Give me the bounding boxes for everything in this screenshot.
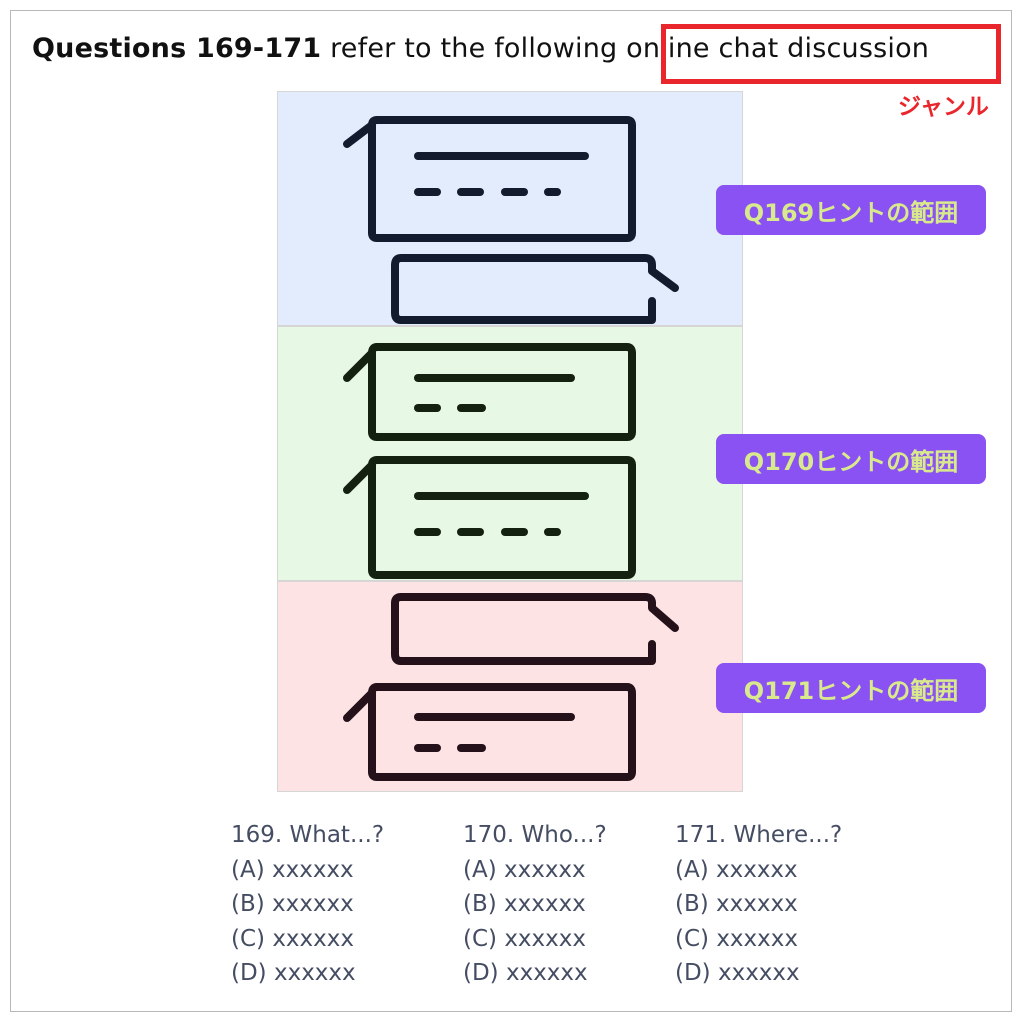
chat-bubble-right-icon — [391, 593, 679, 665]
question-171: 171. Where...? (A) xxxxxx (B) xxxxxx (C)… — [675, 818, 842, 991]
chat-illustration — [343, 116, 679, 781]
option-b: (B) xxxxxx — [231, 891, 354, 917]
question-169: 169. What...? (A) xxxxxx (B) xxxxxx (C) … — [231, 818, 384, 991]
option-b: (B) xxxxxx — [675, 891, 798, 917]
figure-frame — [10, 10, 1012, 1012]
genre-label: ジャンル — [898, 94, 989, 120]
chat-bubble-left-icon — [343, 116, 636, 242]
option-a: (A) xxxxxx — [675, 856, 798, 883]
option-a: (A) xxxxxx — [231, 856, 354, 883]
option-d: (D) xxxxxx — [675, 960, 800, 986]
genre-text: online chat discussion — [626, 33, 930, 64]
option-c: (C) xxxxxx — [463, 925, 586, 952]
hint-badge-169: Q169ヒントの範囲 — [716, 185, 986, 235]
option-d: (D) xxxxxx — [231, 960, 356, 986]
chat-bubble-left-icon — [343, 683, 636, 781]
genre-highlight-box — [661, 24, 1001, 84]
option-c: (C) xxxxxx — [675, 925, 798, 952]
hint-badge-171: Q171ヒントの範囲 — [716, 663, 986, 713]
questions-range: Questions 169-171 — [32, 33, 322, 64]
question-title: 170. Who...? — [463, 822, 607, 848]
option-a: (A) xxxxxx — [463, 856, 586, 883]
passage-heading: Questions 169-171 refer to the following… — [32, 33, 929, 64]
heading-text: refer to the following — [330, 33, 618, 64]
chat-bubble-left-icon — [343, 456, 636, 579]
chat-bubble-left-icon — [343, 343, 636, 441]
hint-panel-169 — [277, 91, 743, 326]
option-d: (D) xxxxxx — [463, 960, 588, 986]
hint-badge-170: Q170ヒントの範囲 — [716, 434, 986, 484]
chat-bubble-right-icon — [391, 254, 679, 324]
question-title: 169. What...? — [231, 822, 385, 848]
question-title: 171. Where...? — [675, 822, 843, 848]
option-c: (C) xxxxxx — [231, 925, 354, 952]
option-b: (B) xxxxxx — [463, 891, 586, 917]
question-170: 170. Who...? (A) xxxxxx (B) xxxxxx (C) x… — [463, 818, 607, 991]
